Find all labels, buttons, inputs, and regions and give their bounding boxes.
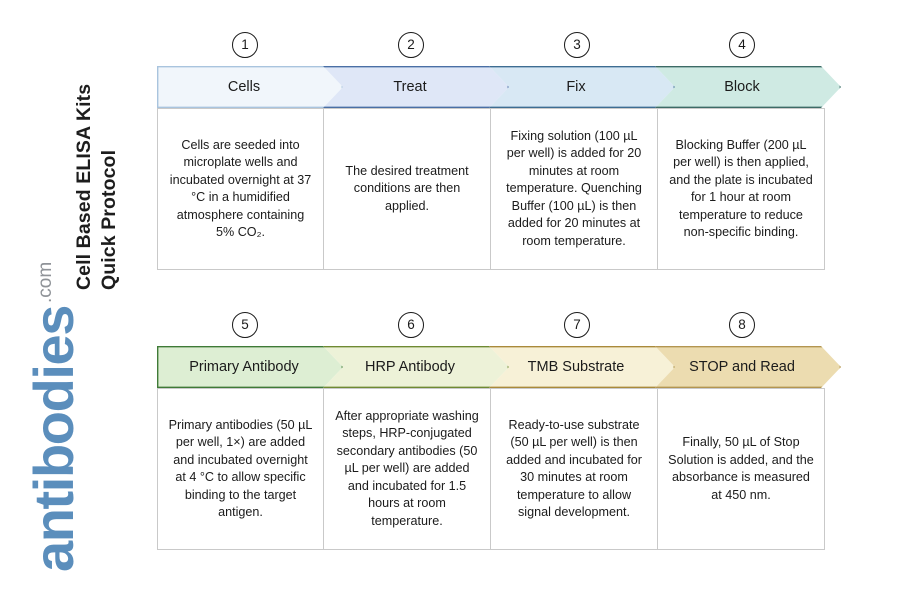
step-description-text: Cells are seeded into microplate wells a… (169, 137, 312, 240)
step-description-cell: Cells are seeded into microplate wells a… (157, 108, 324, 270)
step-description-cell: Blocking Buffer (200 µL per well) is the… (658, 108, 825, 270)
step-chevron[interactable]: HRP Antibody (323, 346, 509, 388)
step-description-text: After appropriate washing steps, HRP-con… (335, 408, 479, 528)
step-number-badge: 2 (398, 32, 424, 58)
brand-tld: .com (34, 261, 56, 303)
step-description-text: Primary antibodies (50 µL per well, 1×) … (168, 417, 313, 520)
step-description-text: Finally, 50 µL of Stop Solution is added… (668, 435, 814, 502)
step-descriptions-row-2: Primary antibodies (50 µL per well, 1×) … (157, 388, 825, 550)
step-description-text: Blocking Buffer (200 µL per well) is the… (669, 137, 813, 240)
chevron-strip-row-1: Cells Treat Fix Block (157, 66, 845, 108)
step-label: Block (724, 79, 760, 95)
step-number-badges-row-2: 5 6 7 8 (157, 310, 845, 344)
step-chevron[interactable]: Primary Antibody (157, 346, 343, 388)
step-chevron[interactable]: TMB Substrate (489, 346, 675, 388)
step-description-text: Fixing solution (100 µL per well) is add… (506, 128, 642, 248)
step-description-text: The desired treatment conditions are the… (345, 163, 469, 213)
step-descriptions-row-1: Cells are seeded into microplate wells a… (157, 108, 825, 270)
page-title: Cell Based ELISA Kits Quick Protocol (72, 84, 122, 290)
step-label: TMB Substrate (527, 359, 625, 375)
step-description-cell: Primary antibodies (50 µL per well, 1×) … (157, 388, 324, 550)
page-title-line-1: Cell Based ELISA Kits (73, 83, 95, 290)
step-label: STOP and Read (689, 359, 795, 375)
step-chevron[interactable]: Treat (323, 66, 509, 108)
step-number-badges-row-1: 1 2 3 4 (157, 30, 845, 64)
step-description-cell: After appropriate washing steps, HRP-con… (324, 388, 491, 550)
step-label: HRP Antibody (364, 359, 455, 375)
step-label: Primary Antibody (189, 359, 299, 375)
step-label: Fix (566, 79, 586, 95)
step-number-badge: 1 (232, 32, 258, 58)
step-chevron[interactable]: Fix (489, 66, 675, 108)
step-number-badge: 7 (564, 312, 590, 338)
brand-logo: antibodies.com (22, 261, 85, 572)
step-description-cell: Ready-to-use substrate (50 µL per well) … (491, 388, 658, 550)
step-chevron[interactable]: Block (655, 66, 841, 108)
step-chevron[interactable]: Cells (157, 66, 343, 108)
step-number-badge: 5 (232, 312, 258, 338)
step-label: Cells (227, 79, 261, 95)
step-description-text: Ready-to-use substrate (50 µL per well) … (506, 417, 642, 520)
step-description-cell: Finally, 50 µL of Stop Solution is added… (658, 388, 825, 550)
brand-name: antibodies (22, 305, 85, 572)
step-number-badge: 6 (398, 312, 424, 338)
page-title-line-2: Quick Protocol (98, 149, 120, 290)
step-number-badge: 4 (729, 32, 755, 58)
protocol-row-1: 1 2 3 4 Cells Treat Fix Block Cells are … (157, 30, 845, 270)
step-number-badge: 8 (729, 312, 755, 338)
step-description-cell: Fixing solution (100 µL per well) is add… (491, 108, 658, 270)
step-number-badge: 3 (564, 32, 590, 58)
protocol-row-2: 5 6 7 8 Primary Antibody HRP Antibody TM… (157, 310, 845, 550)
chevron-strip-row-2: Primary Antibody HRP Antibody TMB Substr… (157, 346, 845, 388)
left-rail: Cell Based ELISA Kits Quick Protocol ant… (0, 0, 152, 594)
step-description-cell: The desired treatment conditions are the… (324, 108, 491, 270)
step-label: Treat (393, 79, 427, 95)
step-chevron[interactable]: STOP and Read (655, 346, 841, 388)
